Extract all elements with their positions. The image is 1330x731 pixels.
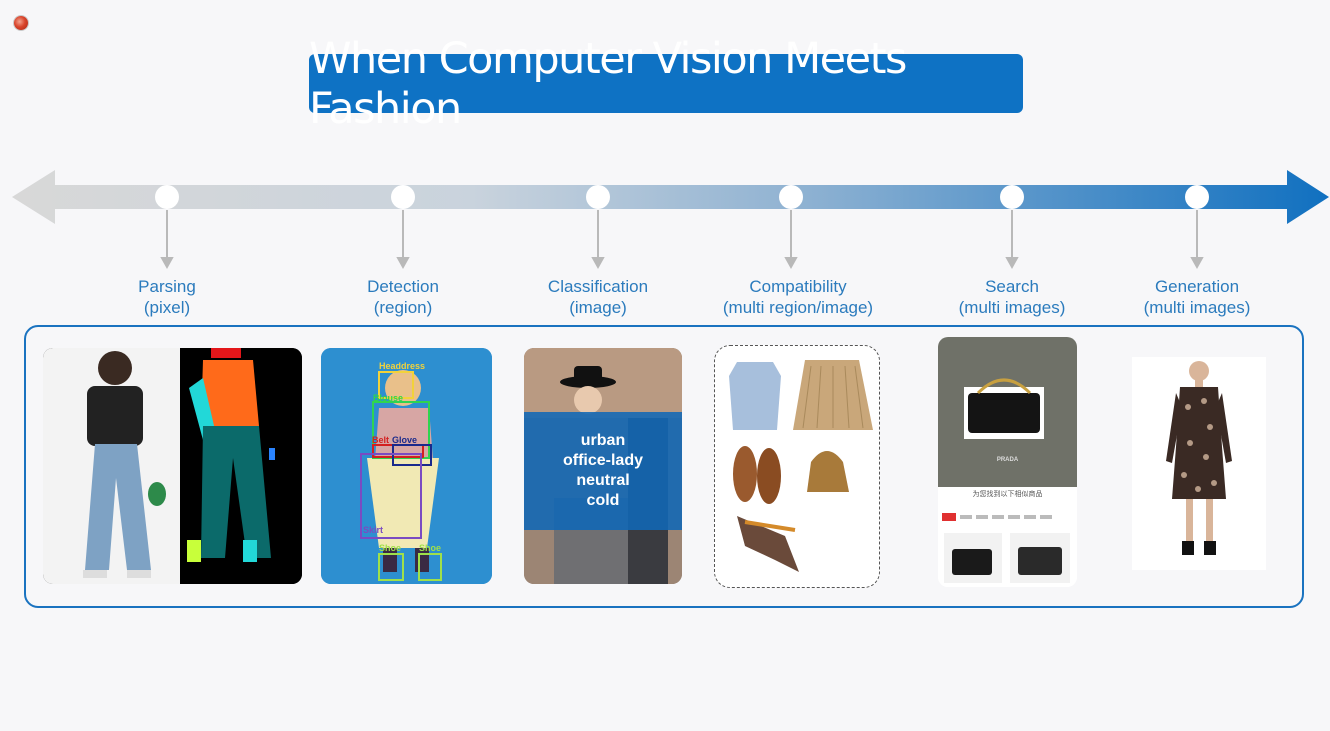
classification-tag: cold [586,492,620,509]
detection-label: Glove [392,435,418,445]
detection-label: Skirt [363,525,384,535]
detection-label: Shoe [419,543,442,553]
examples-panel [24,325,1304,608]
stage-name: Parsing [138,277,196,296]
generation-example-image [1132,357,1266,570]
stage-name: Search [985,277,1039,296]
search-result-prompt: 为您找到以下相似商品 [972,491,1043,498]
compatibility-example-outfit [714,345,880,588]
stage-label-generation: Generation (multi images) [1087,276,1307,318]
stage-scope: (multi region/image) [722,298,874,317]
page-title: When Computer Vision Meets Fashion [309,33,907,134]
stage-name: Detection [367,277,439,296]
parsing-example-image [43,348,302,584]
search-result-brand: PRADA [996,457,1019,463]
classification-tag: neutral [576,472,630,489]
classification-tags-overlay: urban office-lady neutral cold [524,412,682,530]
title-banner: When Computer Vision Meets Fashion [309,34,1023,134]
record-indicator-icon [14,16,28,30]
stage-name: Generation [1154,277,1240,296]
stage-label-compatibility: Compatibility (multi region/image) [688,276,908,318]
stage-scope: (region) [373,298,433,317]
detection-label: Belt [372,435,390,445]
stage-scope: (multi images) [958,298,1066,317]
classification-tag: office-lady [562,452,643,469]
search-example-screen: PRADA 为您找到以下相似商品 [938,337,1077,587]
stage-name: Compatibility [749,277,847,296]
detection-example-image: Headdress Blouse Belt Glove Skirt Shoe S… [321,348,492,584]
stage-label-detection: Detection (region) [293,276,513,318]
classification-tag: urban [580,432,626,449]
stage-scope: (image) [569,298,627,317]
stage-name: Classification [547,277,649,296]
stage-scope: (pixel) [143,298,191,317]
detection-label: Headdress [379,361,426,371]
stage-scope: (multi images) [1143,298,1251,317]
detection-label: Blouse [373,393,404,403]
stage-label-parsing: Parsing (pixel) [57,276,277,318]
stage-label-classification: Classification (image) [488,276,708,318]
stage-connectors [160,210,1204,270]
stage-label-search: Search (multi images) [902,276,1122,318]
timeline-arrow [12,170,1329,224]
detection-label: Shoe [379,543,402,553]
